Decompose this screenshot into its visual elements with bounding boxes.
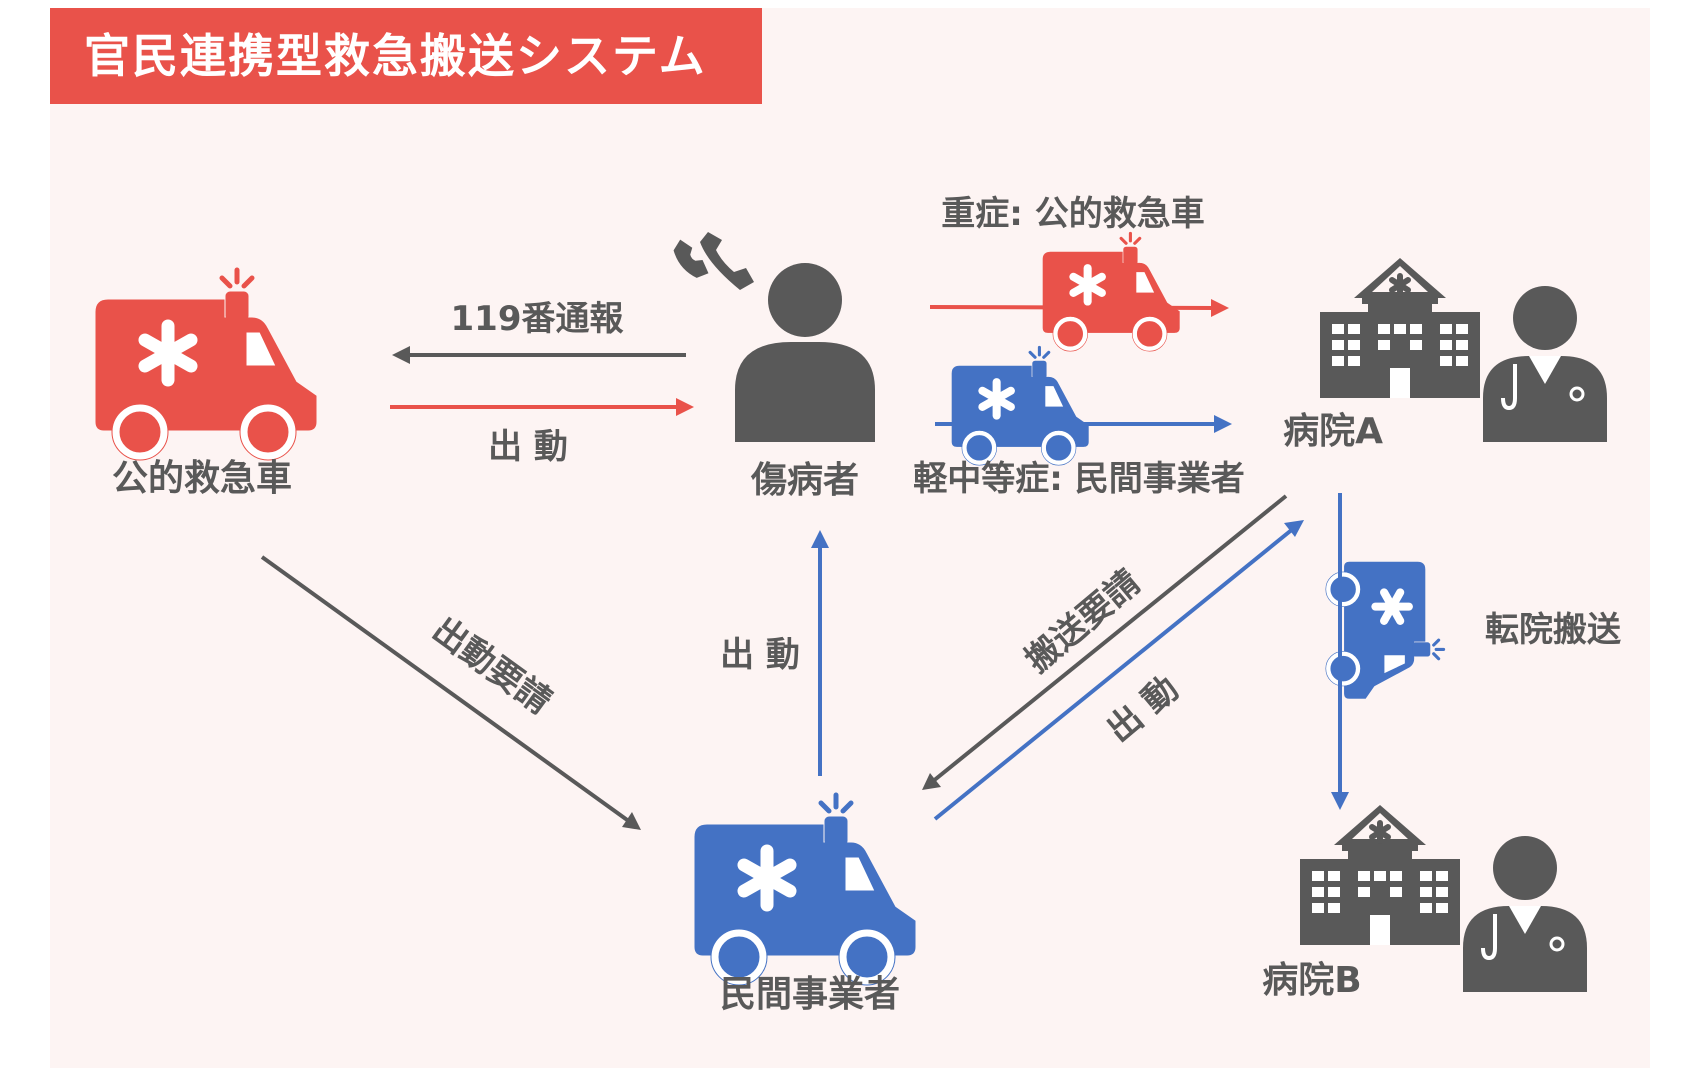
call-119-label: 119番通報: [451, 299, 624, 339]
page-title: 官民連携型救急搬送システム: [50, 8, 762, 104]
severe-route-label: 重症: 公的救急車: [941, 194, 1204, 234]
arrow-dispatch-private: [811, 530, 829, 776]
arrow-transfer: [1331, 493, 1349, 810]
public-ambulance-label: 公的救急車: [112, 458, 292, 499]
phone-icon: [673, 239, 709, 278]
hospital-b-icon: [1300, 805, 1460, 945]
arrow-dispatch-request: [260, 555, 641, 830]
mild-route-label: 軽中等症: 民間事業者: [913, 459, 1244, 499]
hospital-b-label: 病院B: [1262, 960, 1361, 1001]
patient-icon: [735, 263, 875, 442]
private-ambulance-icon: [695, 795, 915, 985]
private-operator-label: 民間事業者: [720, 974, 900, 1015]
doctor-a-icon: [1481, 284, 1609, 444]
transfer-label: 転院搬送: [1485, 610, 1621, 650]
dispatch-public-label: 出 動: [488, 427, 568, 467]
hospital-a-icon: [1320, 258, 1480, 398]
arrow-severe-route: [929, 299, 1229, 317]
phone-handset-icon: [700, 232, 754, 290]
patient-label: 傷病者: [750, 460, 859, 501]
dispatch-hospital-label: 出 動: [1099, 669, 1186, 751]
doctor-b-icon: [1461, 834, 1589, 994]
arrow-mild-route: [935, 415, 1232, 433]
arrow-dispatch-public: [390, 398, 694, 416]
arrow-call-119: [392, 346, 686, 364]
mild-ambulance-icon: [952, 347, 1088, 465]
arrow-dispatch-hospital: [933, 520, 1304, 821]
public-ambulance-icon: [96, 270, 316, 460]
dispatch-private-label: 出 動: [720, 635, 800, 675]
severe-ambulance-icon: [1043, 233, 1179, 351]
hospital-a-label: 病院A: [1283, 411, 1383, 452]
dispatch-request-label: 出動要請: [425, 610, 559, 722]
arrow-transport-request: [922, 494, 1288, 790]
transfer-ambulance-icon: [1326, 562, 1444, 698]
